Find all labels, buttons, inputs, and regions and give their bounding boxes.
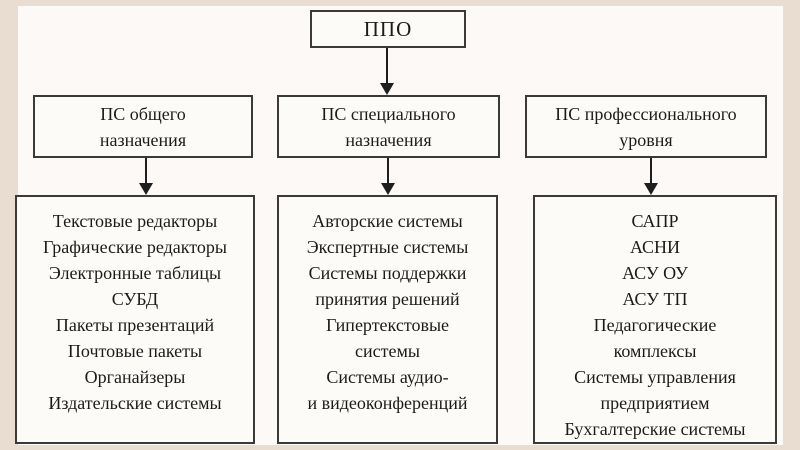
list-item: Пакеты презентаций — [55, 315, 215, 335]
node-ps-special: ПС специального назначения — [277, 95, 500, 158]
node-ps-general: ПС общего назначения — [33, 95, 253, 158]
arrow-head-icon — [644, 183, 658, 195]
list-item: Бухгалтерские системы — [564, 419, 746, 439]
node-ppo-label: ППО — [363, 16, 413, 41]
list-item: СУБД — [111, 289, 159, 309]
list-item: АСУ ОУ — [622, 263, 688, 283]
list-item: САПР — [631, 211, 679, 231]
node-ppo: ППО — [310, 10, 466, 48]
arrow-head-icon — [381, 183, 395, 195]
list-item: АСНИ — [629, 237, 681, 257]
list-special-software: Авторские системы Экспертные системы Сис… — [277, 195, 498, 444]
arrow-shaft — [145, 158, 147, 184]
node-label-line: ПС специального — [321, 103, 456, 124]
node-label-line: назначения — [99, 129, 187, 150]
list-item: Электронные таблицы — [48, 263, 222, 283]
list-item: системы — [355, 341, 420, 361]
list-item: Системы управления — [574, 367, 736, 387]
list-item: Экспертные системы — [306, 237, 469, 257]
node-label-line: ПС общего — [100, 103, 186, 124]
list-professional-software: САПР АСНИ АСУ ОУ АСУ ТП Педагогические к… — [533, 195, 777, 444]
arrow-shaft — [386, 48, 388, 84]
list-item: АСУ ТП — [622, 289, 688, 309]
list-item: Авторские системы — [312, 211, 463, 231]
list-item: Системы поддержки — [308, 263, 467, 283]
list-item: комплексы — [613, 341, 697, 361]
list-item: Гипертекстовые — [325, 315, 450, 335]
list-item: Издательские системы — [48, 393, 222, 413]
list-item: Педагогические — [593, 315, 717, 335]
arrow-shaft — [650, 158, 652, 184]
node-label-line: назначения — [345, 129, 432, 150]
list-item: предприятием — [600, 393, 710, 413]
arrow-head-icon — [380, 83, 394, 95]
list-item: Органайзеры — [84, 367, 186, 387]
list-item: Системы аудио- — [326, 367, 449, 387]
list-general-software: Текстовые редакторы Графические редактор… — [15, 195, 255, 444]
list-item: и видеоконференций — [307, 393, 468, 413]
list-item: принятия решений — [315, 289, 460, 309]
node-ps-professional: ПС профессионального уровня — [525, 95, 767, 158]
node-label-line: ПС профессионального — [555, 103, 737, 124]
list-item: Почтовые пакеты — [67, 341, 203, 361]
node-label-line: уровня — [619, 129, 673, 150]
list-item: Текстовые редакторы — [52, 211, 218, 231]
arrow-head-icon — [139, 183, 153, 195]
arrow-shaft — [387, 158, 389, 184]
list-item: Графические редакторы — [42, 237, 228, 257]
